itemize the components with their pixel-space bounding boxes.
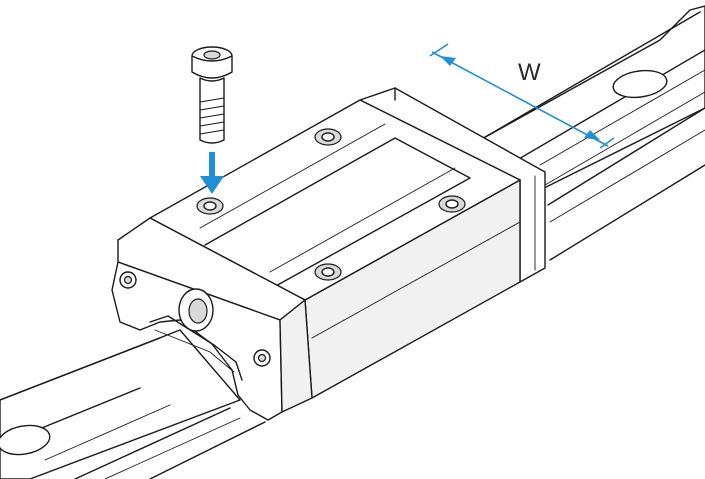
- end-cap-side: [279, 299, 313, 413]
- guide-rail: [0, 5, 705, 479]
- dimension-label: W: [518, 59, 541, 86]
- arrow-down-icon: [200, 152, 224, 194]
- cap-screw-icon: [191, 46, 233, 144]
- end-cap-screws: [119, 271, 271, 367]
- rail-hole-near: [0, 424, 51, 456]
- grease-port: [178, 288, 214, 332]
- rail-hole-far: [612, 69, 668, 99]
- block-top-holes: [196, 128, 466, 281]
- rail-near-top: [0, 329, 241, 479]
- carriage-block: [111, 87, 546, 421]
- dimension-w: W: [429, 43, 615, 149]
- end-cap-front: [111, 261, 283, 421]
